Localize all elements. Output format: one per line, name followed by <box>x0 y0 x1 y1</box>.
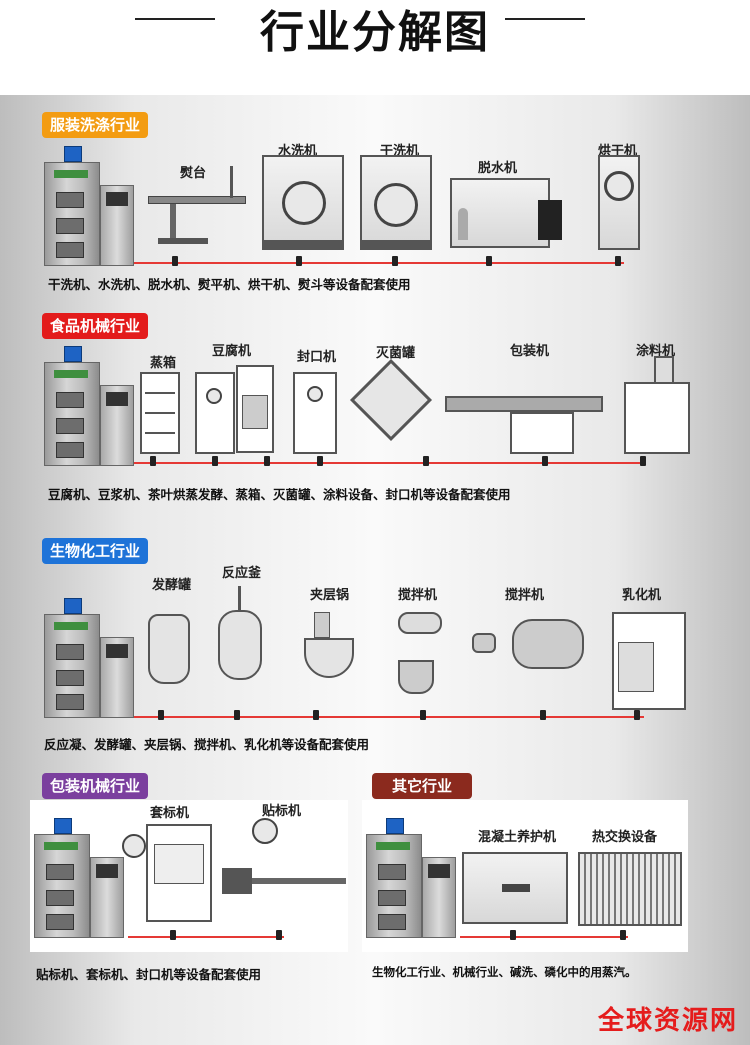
tofu-machine-icon <box>195 372 235 454</box>
label-reactor: 反应釜 <box>222 566 262 581</box>
section-tag-food: 食品机械行业 <box>42 313 149 339</box>
valve-icon <box>296 256 302 266</box>
valve-icon <box>615 256 621 266</box>
caption-bio: 反应凝、发酵罐、夹层锅、搅拌机、乳化机等设备配套使用 <box>44 737 370 752</box>
valve-icon <box>634 710 640 720</box>
packaging-base-icon <box>510 412 574 454</box>
header-line-left <box>135 18 215 20</box>
heat-exchanger-icon <box>578 852 682 926</box>
steam-pipe-packaging <box>128 936 284 938</box>
page-title: 行业分解图 <box>260 7 490 58</box>
label-jacketed-kettle: 夹层锅 <box>310 588 350 603</box>
label-sealing-machine: 封口机 <box>297 350 337 365</box>
label-sterilization-tank: 灭菌罐 <box>376 346 416 361</box>
valve-icon <box>158 710 164 720</box>
valve-icon <box>423 456 429 466</box>
valve-icon <box>420 710 426 720</box>
valve-icon <box>392 256 398 266</box>
label-dehydrator: 脱水机 <box>478 161 518 176</box>
section-tag-packaging: 包装机械行业 <box>42 773 149 799</box>
section-tag-clothing: 服装洗涤行业 <box>42 112 149 138</box>
label-emulsifier: 乳化机 <box>622 588 662 603</box>
sterilization-tank-icon <box>349 358 433 453</box>
label-heat-exchanger: 热交换设备 <box>592 830 658 845</box>
boiler-icon <box>32 812 127 940</box>
ironing-table-icon <box>148 166 248 248</box>
label-steam-box: 蒸箱 <box>150 356 177 371</box>
label-packaging-machine: 包装机 <box>510 344 550 359</box>
dehydrator-icon <box>450 178 562 248</box>
label-labeling-machine: 贴标机 <box>262 804 302 819</box>
label-mixer-1: 搅拌机 <box>398 588 438 603</box>
valve-icon <box>313 710 319 720</box>
steam-pipe-food <box>134 462 644 464</box>
coating-machine-icon <box>624 356 690 454</box>
label-concrete-curing: 混凝土养护机 <box>478 830 557 845</box>
boiler-icon <box>42 592 137 720</box>
valve-icon <box>620 930 626 940</box>
label-coating-machine: 涂料机 <box>636 344 676 359</box>
header: 行业分解图 <box>0 0 750 95</box>
label-tofu-machine: 豆腐机 <box>212 344 252 359</box>
boiler-icon <box>42 140 137 268</box>
caption-packaging: 贴标机、套标机、封口机等设备配套使用 <box>36 967 262 982</box>
valve-icon <box>510 930 516 940</box>
washing-machine-icon <box>262 155 344 250</box>
label-fermentation-tank: 发酵罐 <box>152 578 192 593</box>
caption-clothing: 干洗机、水洗机、脱水机、熨平机、烘干机、熨斗等设备配套使用 <box>48 277 411 292</box>
valve-icon <box>317 456 323 466</box>
label-roll-icon <box>122 834 146 858</box>
section-tag-other: 其它行业 <box>372 773 473 799</box>
concrete-curing-icon <box>462 852 568 924</box>
dryer-icon <box>598 155 640 250</box>
valve-icon <box>276 930 282 940</box>
packaging-machine-icon <box>445 396 603 412</box>
dry-cleaner-icon <box>360 155 432 250</box>
sealing-machine-icon <box>293 372 337 454</box>
valve-icon <box>486 256 492 266</box>
horizontal-mixer-icon <box>472 615 590 711</box>
boiler-icon <box>42 340 137 468</box>
steam-box-icon <box>140 372 180 454</box>
valve-icon <box>150 456 156 466</box>
valve-icon <box>172 256 178 266</box>
fermentation-tank-icon <box>146 608 194 700</box>
caption-food: 豆腐机、豆浆机、茶叶烘蒸发酵、蒸箱、灭菌罐、涂料设备、封口机等设备配套使用 <box>48 487 511 502</box>
valve-icon <box>542 456 548 466</box>
valve-icon <box>170 930 176 940</box>
steam-pipe-clothing <box>134 262 624 264</box>
tofu-press-icon <box>236 365 274 453</box>
valve-icon <box>264 456 270 466</box>
valve-icon <box>640 456 646 466</box>
labeling-machine-icon <box>222 818 346 926</box>
caption-other: 生物化工行业、机械行业、碱洗、磷化中的用蒸汽。 <box>372 965 637 979</box>
section-tag-bio: 生物化工行业 <box>42 538 149 564</box>
steam-pipe-other <box>460 936 628 938</box>
steam-pipe-bio <box>134 716 644 718</box>
valve-icon <box>234 710 240 720</box>
sleeve-labeling-icon <box>146 824 212 922</box>
jacketed-kettle-icon <box>294 612 366 704</box>
valve-icon <box>540 710 546 720</box>
label-sleeve-labeling: 套标机 <box>150 806 190 821</box>
mixer-icon <box>392 612 450 708</box>
emulsifier-icon <box>612 612 686 710</box>
valve-icon <box>212 456 218 466</box>
label-mixer-2: 搅拌机 <box>505 588 545 603</box>
reactor-icon <box>214 586 266 702</box>
header-line-right <box>505 18 585 20</box>
label-ironing-table: 熨台 <box>180 166 207 181</box>
watermark-text: 全球资源网 <box>597 1006 738 1036</box>
boiler-icon <box>364 812 459 940</box>
